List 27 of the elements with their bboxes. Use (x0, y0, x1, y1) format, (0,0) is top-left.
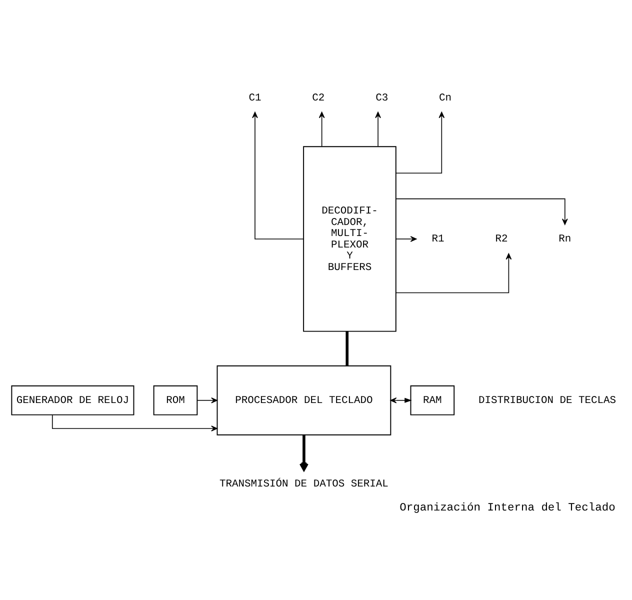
node-text: TRANSMISIÓN DE DATOS SERIAL (220, 478, 388, 491)
node-text: Rn (558, 234, 572, 246)
node-box: ROM (153, 385, 198, 416)
node-text: R1 (432, 234, 444, 246)
arrow (318, 112, 325, 147)
connector (346, 331, 349, 366)
arrow (396, 253, 512, 294)
arrow (396, 198, 568, 225)
arrow (299, 435, 309, 471)
node-text: C3 (376, 92, 388, 104)
label: DISTRIBUCION DE TECLAS (478, 395, 616, 408)
node-box: RAM (410, 385, 455, 416)
node-box: DECODIFI- CADOR, MULTI- PLEXOR Y BUFFERS (303, 146, 396, 332)
node-text: Cn (439, 92, 452, 104)
caption: Organización Interna del Teclado (400, 502, 616, 515)
arrow (252, 112, 304, 240)
arrow (52, 414, 218, 432)
node-box: GENERADOR DE RELOJ (11, 385, 134, 416)
node-box: PROCESADOR DEL TECLADO (216, 365, 392, 436)
arrow (390, 397, 412, 404)
arrow (396, 236, 417, 242)
node-text: C1 (248, 92, 262, 104)
node-text: C2 (312, 92, 325, 104)
arrow (375, 112, 381, 147)
arrow (196, 397, 218, 404)
node-text: R2 (495, 234, 508, 246)
arrow (396, 112, 445, 174)
